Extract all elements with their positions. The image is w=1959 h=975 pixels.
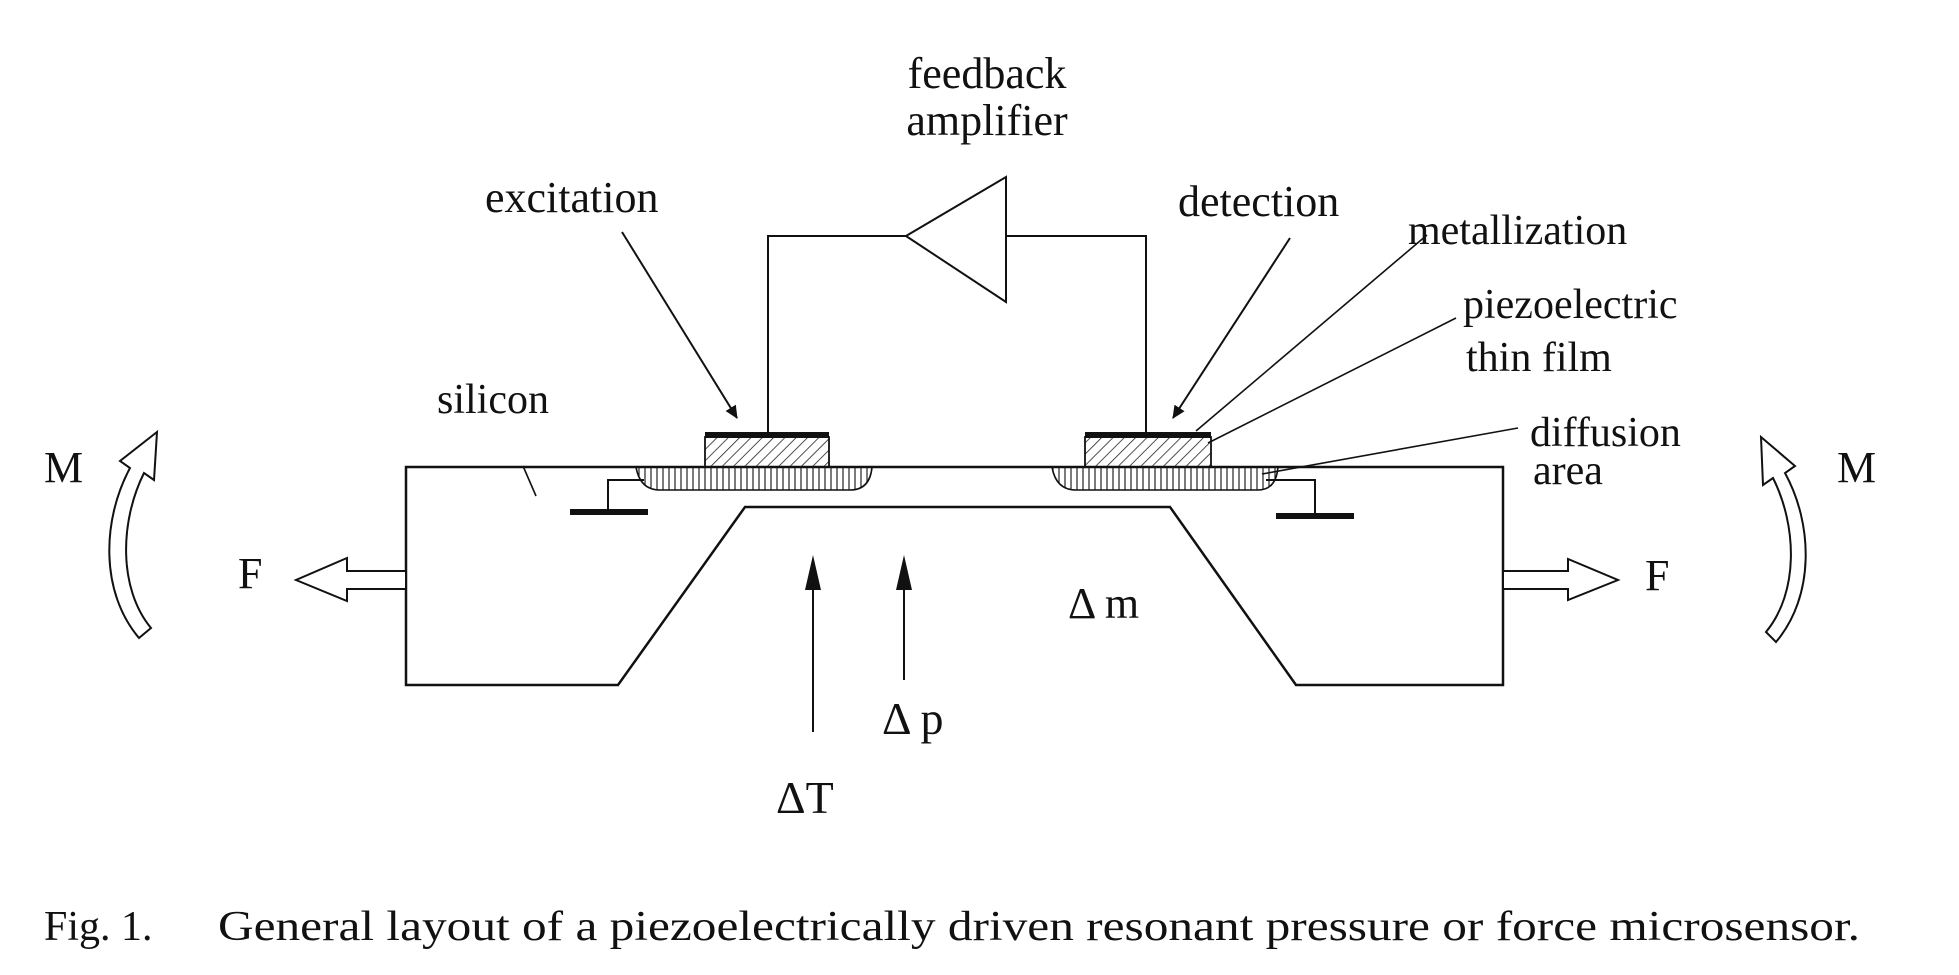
force-label-right: F <box>1645 551 1669 600</box>
delta-t-arrowhead <box>805 555 821 590</box>
moment-arrow-left <box>108 429 159 640</box>
amplifier-label: amplifier <box>906 96 1068 145</box>
figure-number: Fig. 1. <box>44 904 153 950</box>
ground-symbol-left <box>570 479 648 515</box>
diffusion-area-right <box>1051 466 1279 491</box>
force-arrow-right <box>1502 557 1621 602</box>
diffusion-leader <box>1261 427 1519 475</box>
metallization-detection <box>1085 432 1211 438</box>
area-label: area <box>1533 448 1603 494</box>
detection-label: detection <box>1178 177 1339 226</box>
moment-label-right: M <box>1837 443 1876 492</box>
delta-p-arrowhead <box>896 555 912 590</box>
excitation-label: excitation <box>485 173 659 222</box>
force-label-left: F <box>238 549 262 598</box>
feedback-wire-return <box>1006 235 1147 432</box>
moment-label-left: M <box>44 443 83 492</box>
thin-film-label: thin film <box>1466 335 1612 381</box>
force-arrow-left <box>293 556 407 603</box>
diffusion-label: diffusion <box>1530 410 1681 456</box>
metallization-leader <box>1195 234 1428 432</box>
excitation-arrow <box>621 231 738 419</box>
feedback-amplifier-symbol <box>904 175 1007 304</box>
ground-symbol-right <box>1266 479 1354 519</box>
silicon-body <box>404 465 1505 687</box>
piezo-film-excitation <box>704 436 830 468</box>
metallization-excitation <box>705 432 829 438</box>
feedback-label: feedback <box>908 49 1067 98</box>
silicon-leader <box>522 465 537 497</box>
silicon-label: silicon <box>437 377 549 423</box>
delta-p-label: Δ p <box>882 693 944 744</box>
piezo-film-leader <box>1207 317 1457 444</box>
piezoelectric-label: piezoelectric <box>1463 282 1678 328</box>
detection-arrow <box>1172 237 1291 419</box>
delta-m-label: Δ m <box>1068 579 1139 628</box>
feedback-wire <box>767 235 908 432</box>
metallization-label: metallization <box>1408 208 1627 254</box>
figure-caption: General layout of a piezoelectrically dr… <box>218 904 1860 950</box>
piezo-film-detection <box>1084 436 1212 468</box>
delta-t-label: ΔT <box>776 772 834 823</box>
diffusion-area-left <box>635 466 873 491</box>
moment-arrow-right <box>1759 434 1807 644</box>
